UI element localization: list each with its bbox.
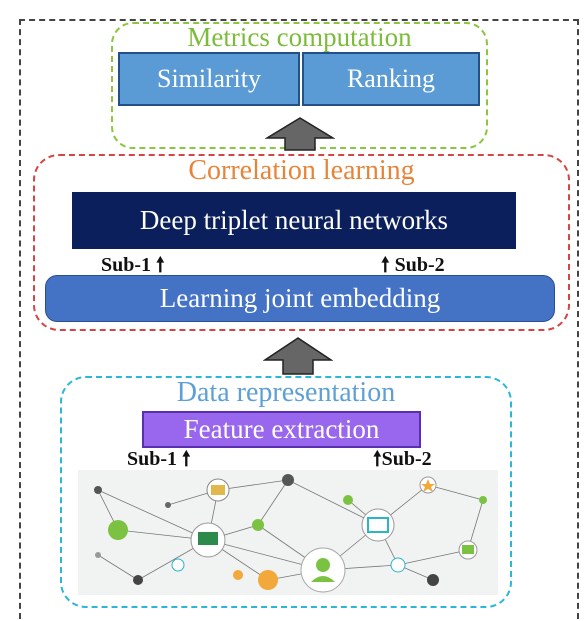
arrow-up-icon: 🠕 — [156, 254, 165, 276]
sub2-label: 🠕Sub-2 — [373, 448, 432, 470]
data-title: Data representation — [176, 377, 396, 408]
arrow-up-icon: 🠕 — [373, 448, 382, 470]
feature-extraction-box: Feature extraction — [142, 411, 421, 448]
flow-arrow-icon — [265, 117, 335, 151]
deep-triplet-box: Deep triplet neural networks — [72, 192, 516, 249]
arrow-up-icon: 🠕 — [381, 254, 390, 276]
sub1-label: Sub-1 🠕 — [101, 254, 165, 276]
metrics-title: Metrics computation — [187, 22, 412, 52]
sub1-label: Sub-1 🠕 — [127, 448, 191, 470]
ranking-box: Ranking — [302, 52, 480, 106]
network-illustration — [78, 470, 498, 595]
data-group — [60, 376, 512, 608]
similarity-box: Similarity — [118, 52, 300, 106]
correlation-title: Correlation learning — [188, 155, 415, 186]
flow-arrow-icon — [263, 337, 333, 375]
sub2-label: 🠕 Sub-2 — [381, 254, 445, 276]
arrow-up-icon: 🠕 — [182, 448, 191, 470]
correlation-group — [33, 154, 570, 331]
joint-embedding-box: Learning joint embedding — [45, 275, 555, 322]
outer-frame — [19, 19, 579, 619]
